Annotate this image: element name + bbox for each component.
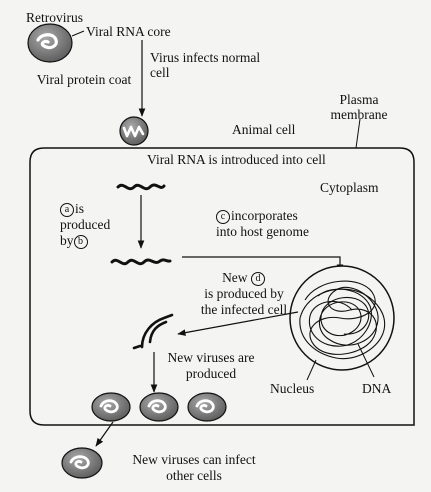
d-marker: d [250,272,265,286]
new-viruses-produced-label: New viruses are produced [167,350,255,381]
rna-introduced-label: Viral RNA is introduced into cell [147,152,326,167]
membrane-leader-line [355,118,361,149]
retrovirus-label: Retrovirus [26,10,83,25]
viral-dna-strand [110,258,172,266]
b-marker: b [73,235,88,249]
new-viral-rna [140,313,174,349]
new-rna-arrow [177,311,299,336]
animal-cell-membrane [29,147,415,426]
viral-protein-coat-label: Viral protein coat [36,72,132,87]
new-virus-2 [139,392,179,422]
new-d-label: New d is produced by the infected cell [200,270,288,317]
new-virus-1 [91,392,131,422]
nucleus-leader-line [306,359,317,381]
released-virus [61,447,103,479]
retrovirus-particle [27,23,73,63]
virus-infects-label: Virus infects normal cell [150,50,261,80]
dna-leader-line [357,343,375,378]
c-marker: c [216,210,230,224]
nucleus [289,265,395,371]
dna-label: DNA [362,381,392,396]
animal-cell-label: Animal cell [232,122,296,137]
exit-arrow [95,421,114,447]
viral-rna-strand [116,183,166,191]
rna-core-leader-line [71,30,85,37]
a-marker: a [60,203,74,217]
plasma-membrane-label: Plasma membrane [330,92,388,122]
new-virus-particles [91,392,227,422]
new-virus-3 [187,392,227,422]
nucleus-label: Nucleus [270,381,315,396]
viral-rna-core-label: Viral RNA core [86,24,171,39]
entering-virus [119,116,149,146]
cytoplasm-label: Cytoplasm [320,180,379,195]
new-viruses-infect-label: New viruses can infect other cells [132,452,256,483]
